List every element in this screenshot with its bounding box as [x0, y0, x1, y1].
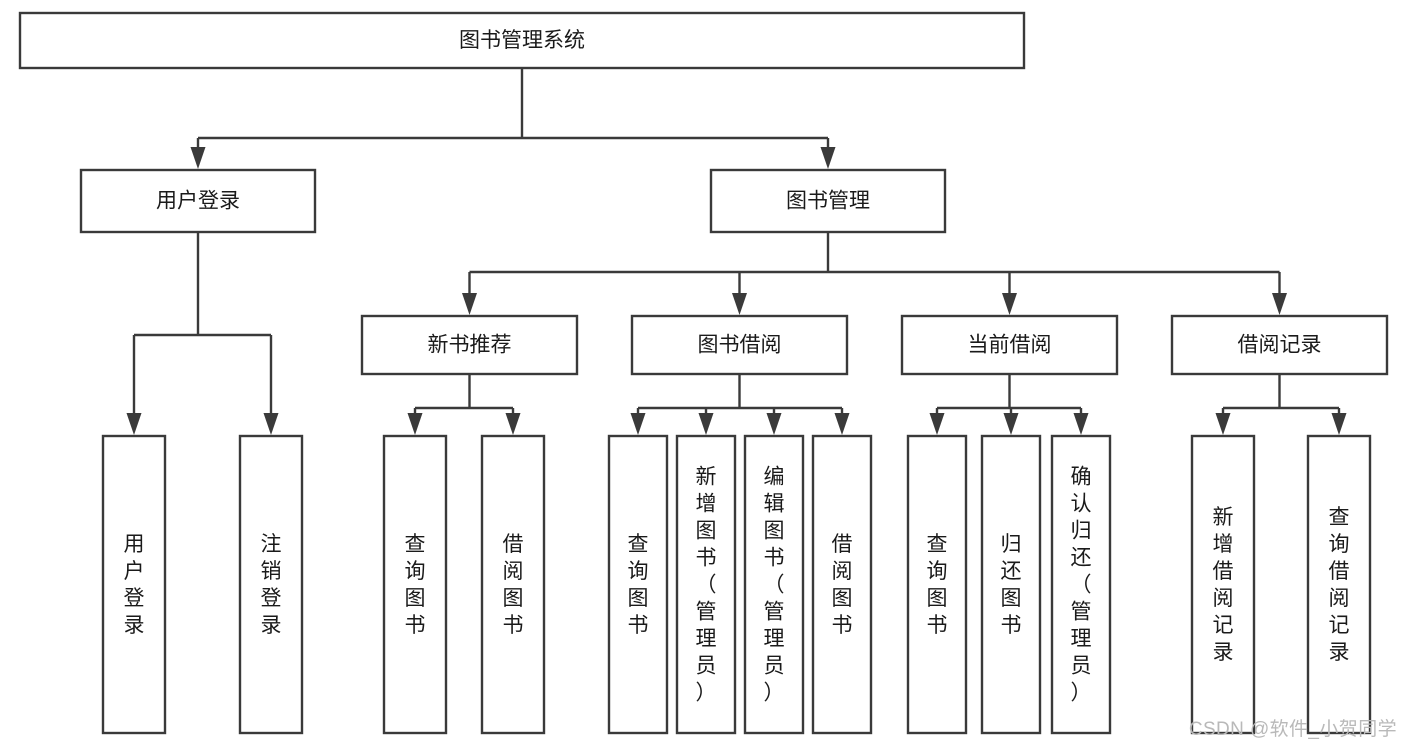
- node-leaf-add-book[interactable]: 新增图书（管理员）: [675, 434, 737, 735]
- edge-arrowhead: [1073, 413, 1089, 435]
- node-leaf-borrow-book-rec[interactable]: 借阅图书: [480, 434, 546, 735]
- edge-arrowhead: [263, 413, 279, 435]
- node-label: 图书管理: [786, 190, 870, 213]
- node-box: [630, 314, 849, 376]
- edge-arrowhead: [834, 413, 850, 435]
- edge-arrowhead: [1002, 293, 1017, 315]
- edge-arrowhead: [766, 413, 782, 435]
- node-box: [1306, 434, 1372, 735]
- node-label: 确认归还（管理员）: [1071, 465, 1092, 704]
- edge-arrowhead: [1272, 293, 1287, 315]
- node-new-book-rec[interactable]: 新书推荐: [360, 314, 579, 376]
- node-current-borrow[interactable]: 当前借阅: [900, 314, 1119, 376]
- node-root[interactable]: 图书管理系统: [18, 11, 1026, 70]
- edge-arrowhead: [698, 413, 714, 435]
- node-box: [1190, 434, 1256, 735]
- node-label: 查询借阅记录: [1329, 506, 1350, 664]
- node-leaf-add-record[interactable]: 新增借阅记录: [1190, 434, 1256, 735]
- node-box: [79, 168, 317, 234]
- node-box: [906, 434, 968, 735]
- node-label: 当前借阅: [968, 334, 1052, 357]
- edge-arrowhead: [929, 413, 945, 435]
- node-leaf-return-book[interactable]: 归还图书: [980, 434, 1042, 735]
- edge-arrowhead: [1215, 413, 1231, 435]
- node-user-login[interactable]: 用户登录: [79, 168, 317, 234]
- node-book-manage[interactable]: 图书管理: [709, 168, 947, 234]
- node-label: 查询图书: [927, 533, 948, 637]
- node-label: 借阅记录: [1238, 334, 1322, 357]
- node-label: 借阅图书: [503, 533, 524, 637]
- edge-arrowhead: [1331, 413, 1347, 435]
- node-box: [900, 314, 1119, 376]
- node-label: 用户登录: [124, 533, 145, 637]
- node-label: 新书推荐: [428, 334, 512, 357]
- node-box: [238, 434, 304, 735]
- node-label: 注销登录: [261, 533, 282, 637]
- node-leaf-query-book-cur[interactable]: 查询图书: [906, 434, 968, 735]
- node-label: 新增图书（管理员）: [696, 465, 717, 704]
- edge-arrowhead: [1003, 413, 1019, 435]
- edge-arrowhead: [407, 413, 423, 435]
- node-box: [980, 434, 1042, 735]
- node-box: [18, 11, 1026, 70]
- edges-layer: [126, 68, 1347, 435]
- node-label: 新增借阅记录: [1213, 506, 1234, 664]
- node-borrow-record[interactable]: 借阅记录: [1170, 314, 1389, 376]
- edge-arrowhead: [732, 293, 747, 315]
- node-leaf-user-login[interactable]: 用户登录: [101, 434, 167, 735]
- node-leaf-query-book-rec[interactable]: 查询图书: [382, 434, 448, 735]
- node-label: 图书管理系统: [459, 29, 585, 52]
- edge-arrowhead: [505, 413, 521, 435]
- edge-arrowhead: [820, 147, 836, 169]
- edge-arrowhead: [462, 293, 477, 315]
- node-box: [743, 434, 805, 735]
- edge-arrowhead: [190, 147, 206, 169]
- node-box: [709, 168, 947, 234]
- node-label: 查询图书: [628, 533, 649, 637]
- node-leaf-query-record[interactable]: 查询借阅记录: [1306, 434, 1372, 735]
- node-box: [675, 434, 737, 735]
- node-box: [607, 434, 669, 735]
- node-leaf-query-book-borrow[interactable]: 查询图书: [607, 434, 669, 735]
- node-box: [360, 314, 579, 376]
- node-box: [382, 434, 448, 735]
- edge-arrowhead: [630, 413, 646, 435]
- node-leaf-confirm-return[interactable]: 确认归还（管理员）: [1050, 434, 1112, 735]
- node-box: [811, 434, 873, 735]
- node-leaf-borrow-book[interactable]: 借阅图书: [811, 434, 873, 735]
- node-label: 用户登录: [156, 190, 240, 213]
- edge-arrowhead: [126, 413, 142, 435]
- node-label: 借阅图书: [832, 533, 853, 637]
- node-label: 编辑图书（管理员）: [764, 465, 785, 704]
- node-box: [1050, 434, 1112, 735]
- node-label: 查询图书: [405, 533, 426, 637]
- node-leaf-edit-book[interactable]: 编辑图书（管理员）: [743, 434, 805, 735]
- node-label: 归还图书: [1001, 533, 1022, 637]
- nodes-layer: 图书管理系统用户登录图书管理新书推荐图书借阅当前借阅借阅记录用户登录注销登录查询…: [18, 11, 1389, 735]
- node-label: 图书借阅: [698, 334, 782, 357]
- node-leaf-logout[interactable]: 注销登录: [238, 434, 304, 735]
- node-book-borrow[interactable]: 图书借阅: [630, 314, 849, 376]
- node-box: [480, 434, 546, 735]
- node-box: [101, 434, 167, 735]
- node-box: [1170, 314, 1389, 376]
